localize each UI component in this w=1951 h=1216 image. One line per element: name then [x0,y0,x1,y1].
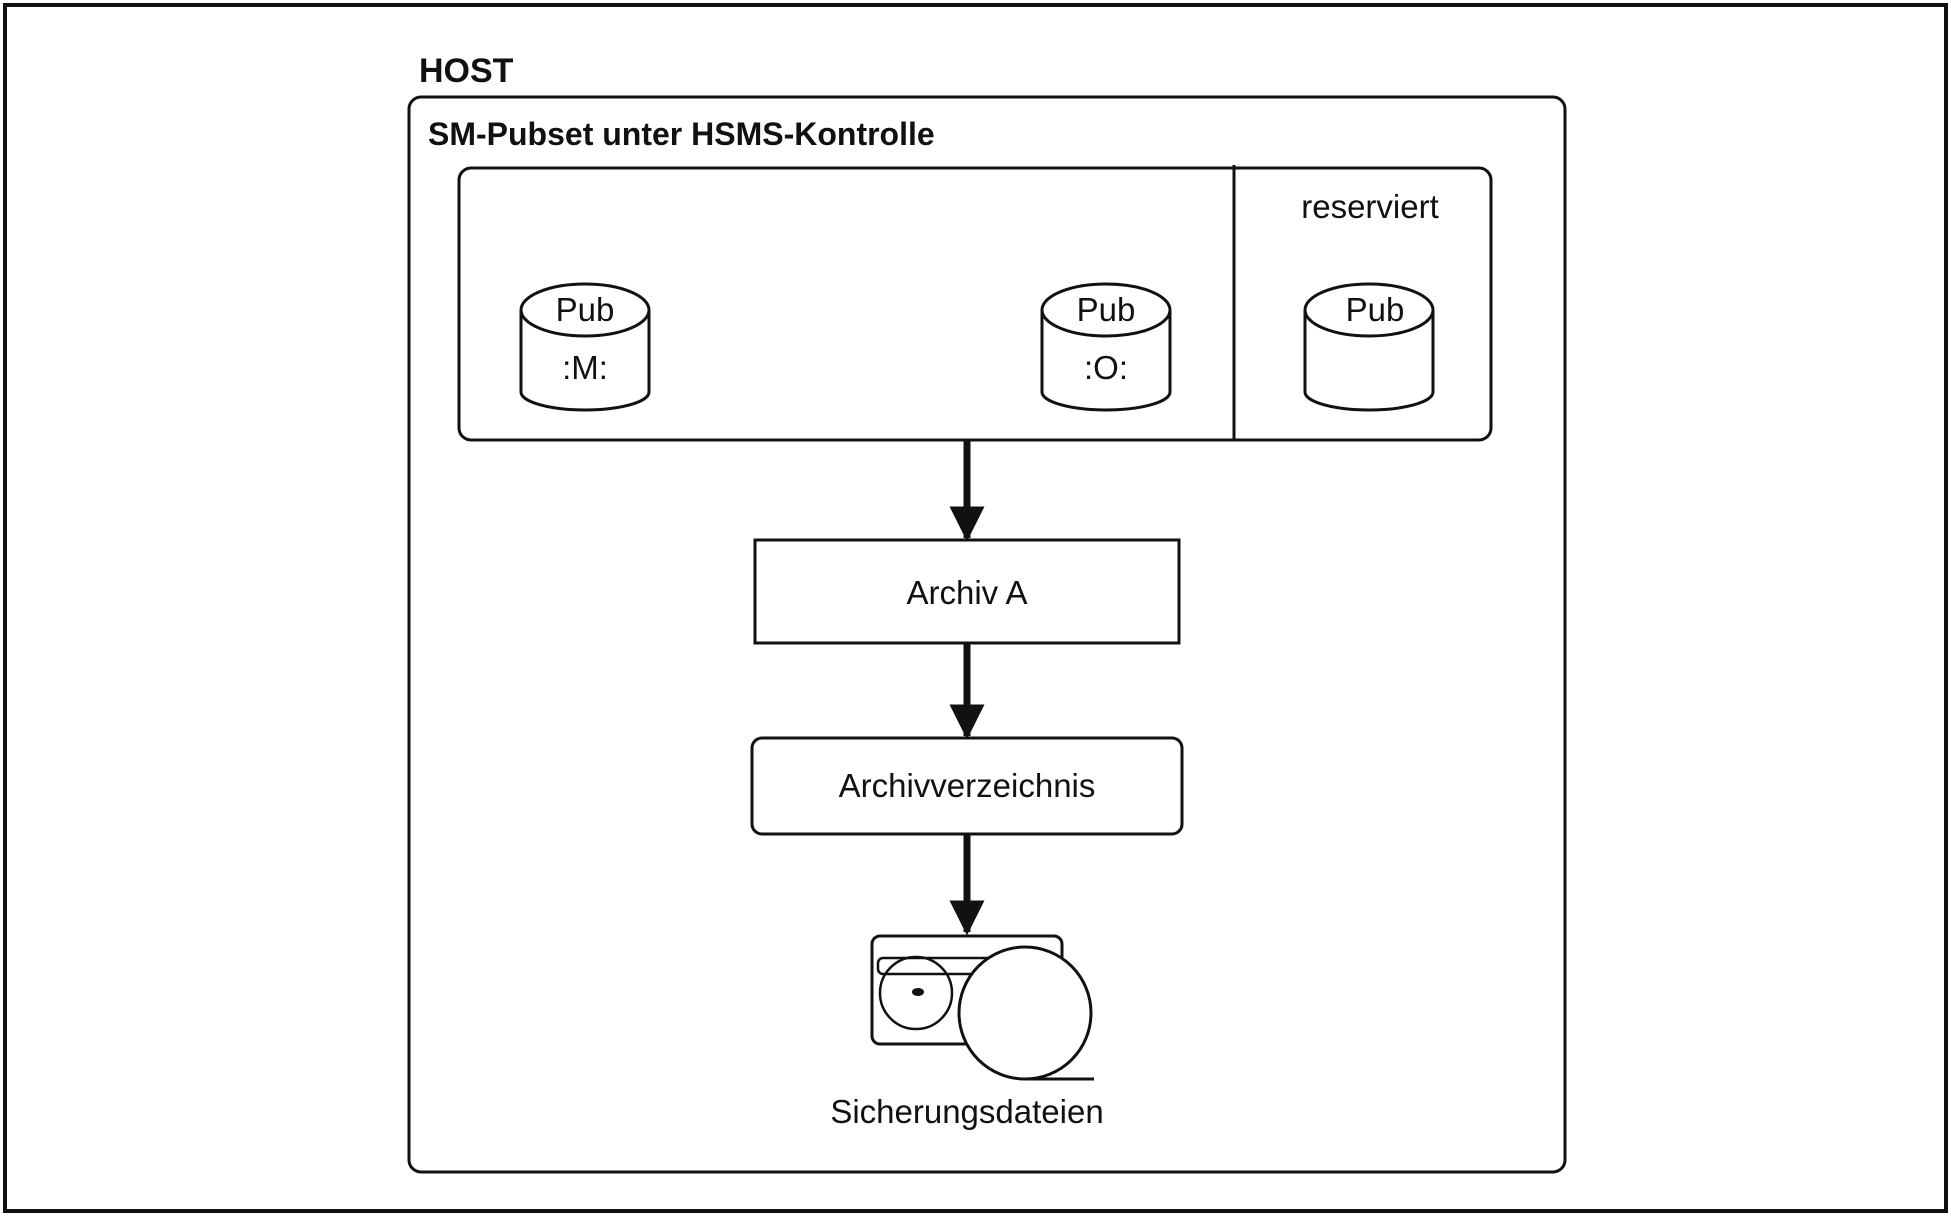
volume-m-bottom-label: :M: [562,349,608,386]
volume-reserved-icon: Pub [1303,282,1435,412]
archive-label: Archiv A [906,574,1027,611]
volume-o-icon: Pub :O: [1040,282,1172,412]
volume-m-top-label: Pub [556,291,615,328]
backup-label: Sicherungsdateien [830,1093,1103,1130]
host-box [407,95,1567,1174]
host-title: HOST [419,52,514,90]
outer-frame [3,3,1948,1213]
reserved-label: reserviert [1301,188,1439,225]
pubset-title: SM-Pubset unter HSMS-Kontrolle [428,116,935,152]
volume-o-top-label: Pub [1077,291,1136,328]
backup-tape-icon [870,934,1094,1081]
volume-o-bottom-label: :O: [1084,349,1128,386]
volume-reserved-top-label: Pub [1346,291,1405,328]
pubset-box [457,166,1493,442]
volume-m-icon: Pub :M: [519,282,651,412]
directory-label: Archivverzeichnis [839,767,1096,804]
